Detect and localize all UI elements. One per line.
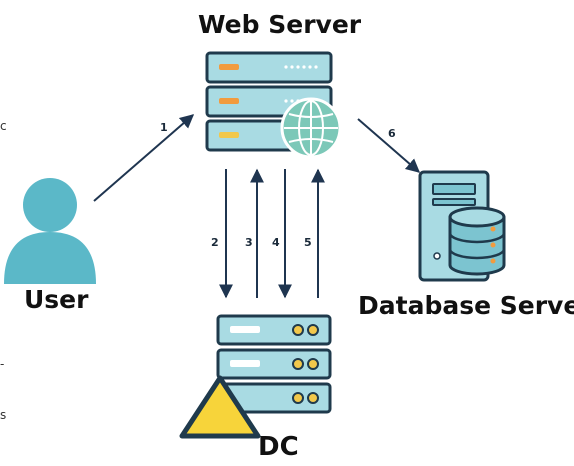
user-icon <box>4 178 96 284</box>
user-label: User <box>24 285 89 314</box>
warning-icon <box>179 375 261 439</box>
step-5-label: 5 <box>304 236 312 249</box>
dc-server-icon <box>216 314 332 414</box>
step-6-label: 6 <box>388 127 396 140</box>
step-4-label: 4 <box>272 236 280 249</box>
globe-icon <box>280 97 342 159</box>
step-1-label: 1 <box>160 121 168 134</box>
database-server-icon <box>418 170 506 282</box>
step-3-label: 3 <box>245 236 253 249</box>
web-server-label: Web Server <box>198 10 362 39</box>
left-edge-fragment: s <box>0 408 7 422</box>
database-server-label: Database Server <box>358 291 574 320</box>
left-edge-fragment: c <box>0 119 7 133</box>
step-2-label: 2 <box>211 236 219 249</box>
dc-label: DC <box>258 432 299 462</box>
left-edge-fragment: - <box>0 357 5 371</box>
edge-1-arrow <box>93 114 195 202</box>
edge-6-arrow <box>357 118 421 173</box>
